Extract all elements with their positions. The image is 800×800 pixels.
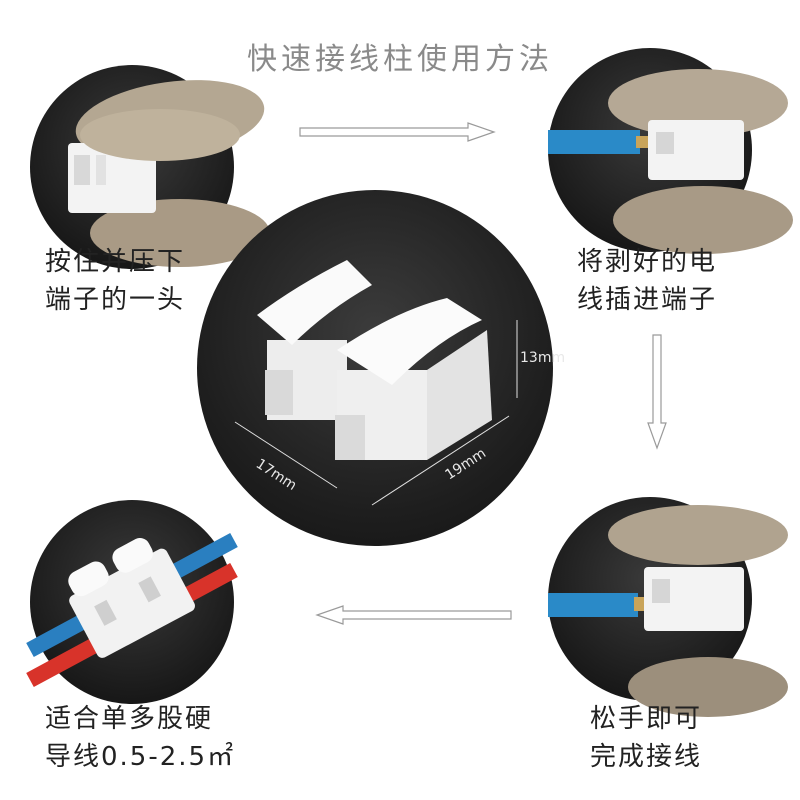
step-4-line1: 适合单多股硬 [45, 704, 214, 734]
page-title: 快速接线柱使用方法 [247, 42, 553, 77]
step-1-caption: 按住并压下 端子的一头 [45, 243, 185, 319]
step-1-line2: 端子的一头 [45, 285, 186, 315]
step-2-caption: 将剥好的电 线插进端子 [577, 243, 717, 319]
center-product-photo: 13mm 17mm 19mm [197, 190, 565, 546]
height-dimension-label: 13mm [520, 350, 565, 366]
down-arrow [647, 334, 667, 450]
width-dimension-label: 17mm [253, 456, 300, 494]
step-4-caption: 适合单多股硬 导线0.5-2.5㎡ [45, 700, 235, 776]
length-dimension-label: 19mm [442, 445, 489, 483]
step-3-line1: 松手即可 [590, 704, 703, 734]
left-arrow [315, 605, 512, 625]
step-1-photo [30, 65, 270, 269]
step-1-line1: 按住并压下 [45, 247, 186, 277]
step-2-line2: 线插进端子 [577, 285, 718, 315]
step-4-line2: 导线0.5-2.5㎡ [45, 742, 236, 772]
step-3-caption: 松手即可 完成接线 [590, 700, 702, 776]
step-4-photo [26, 500, 238, 704]
right-arrow [299, 122, 496, 142]
step-3-line2: 完成接线 [590, 742, 703, 772]
step-3-photo [548, 497, 788, 717]
step-2-line1: 将剥好的电 [577, 247, 718, 277]
step-2-photo [548, 48, 793, 254]
